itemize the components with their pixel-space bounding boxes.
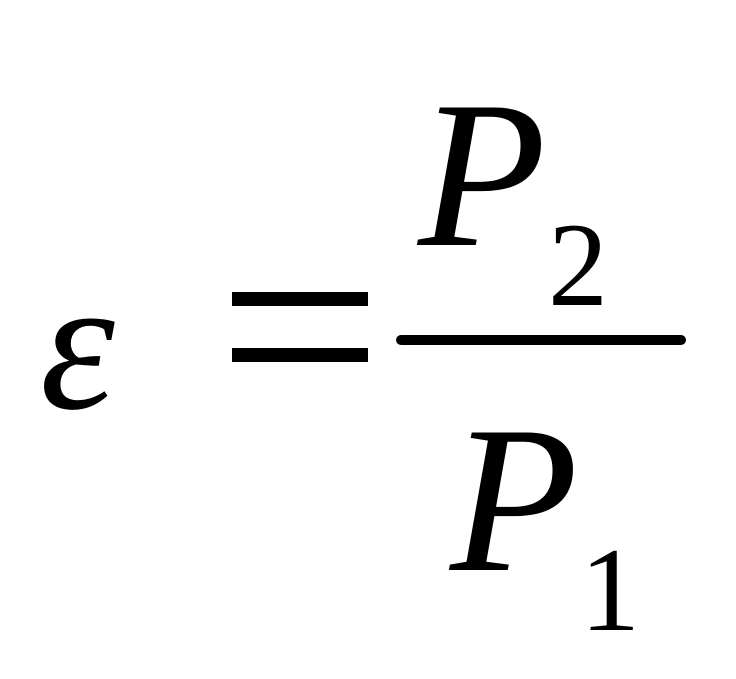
denominator-subscript: 1 [580, 523, 640, 656]
fraction-bar [396, 335, 686, 345]
epsilon-symbol: ε [40, 240, 115, 450]
equals-sign [232, 292, 368, 362]
numerator-subscript: 2 [548, 198, 608, 331]
denominator-symbol: P [450, 384, 579, 616]
numerator-symbol: P [418, 59, 547, 291]
